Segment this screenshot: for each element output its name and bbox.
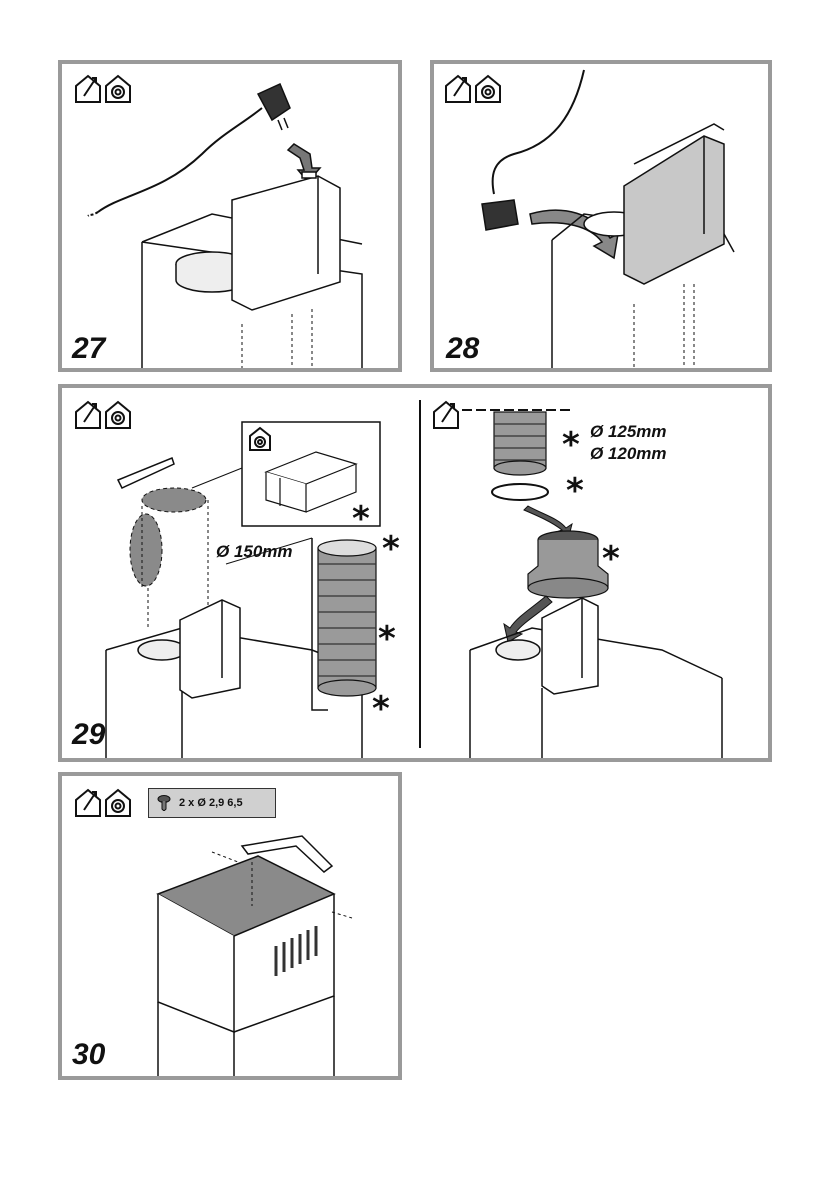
plug-icon: [258, 84, 290, 130]
step-number: 29: [72, 718, 105, 752]
duct-diameter-125: Ø 125mm: [590, 422, 667, 442]
optional-marker: *: [562, 430, 580, 460]
reduction-adapter: [528, 531, 608, 598]
step-28-illustration: [434, 64, 768, 368]
house-recirculation-icon: [106, 790, 130, 816]
duct-segment: [494, 412, 546, 475]
duct-diameter-120: Ø 120mm: [590, 444, 667, 464]
junction-box: [624, 136, 724, 284]
power-cable: [98, 108, 262, 212]
screw-spec-badge: 2 x Ø 2,9 6,5: [148, 788, 276, 818]
house-extraction-icon: [76, 790, 100, 816]
optional-marker: *: [602, 544, 620, 574]
house-recirculation-icon: [106, 76, 130, 102]
step-number: 27: [72, 332, 105, 366]
step-27-illustration: [62, 64, 398, 368]
house-recirculation-icon: [476, 76, 500, 102]
house-extraction-icon: [434, 402, 458, 428]
optional-marker: *: [372, 694, 390, 724]
clamp: [492, 484, 548, 500]
house-extraction-icon: [76, 76, 100, 102]
step-27-panel: 27: [58, 60, 402, 372]
house-extraction-icon: [446, 76, 470, 102]
optional-marker: *: [566, 476, 584, 506]
optional-marker: *: [378, 624, 396, 654]
step-30-illustration: [62, 776, 398, 1076]
step-number: 30: [72, 1038, 105, 1072]
junction-box: [180, 600, 240, 698]
optional-marker: *: [352, 504, 370, 534]
bracket: [118, 458, 174, 488]
flexible-duct: [318, 540, 376, 696]
house-recirculation-icon: [106, 402, 130, 428]
step-number: 28: [446, 332, 479, 366]
junction-box: [232, 176, 340, 310]
screw-icon: [157, 795, 171, 811]
optional-marker: *: [382, 534, 400, 564]
screw-spec-text: 2 x Ø 2,9 6,5: [179, 797, 243, 809]
power-cable: [493, 70, 584, 194]
socket-icon: [482, 200, 518, 230]
duct-diameter-150: Ø 150mm: [216, 542, 293, 562]
step-30-panel: 2 x Ø 2,9 6,5 30: [58, 772, 402, 1080]
house-extraction-icon: [76, 402, 100, 428]
step-29-panel: Ø 150mm Ø 125mm Ø 120mm * * * * * * * 29: [58, 384, 772, 762]
junction-box: [542, 598, 598, 694]
step-28-panel: 28: [430, 60, 772, 372]
